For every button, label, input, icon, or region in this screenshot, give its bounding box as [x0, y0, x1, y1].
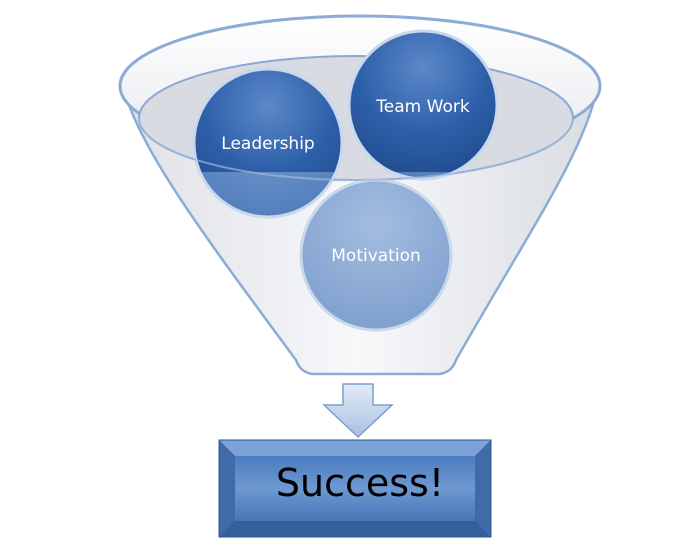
team-work-ball-upper [347, 29, 499, 172]
team-work-label: Team Work [375, 97, 470, 117]
success-label: Success! [276, 461, 444, 505]
down-arrow-icon [322, 383, 394, 439]
motivation-ball: Motivation [299, 178, 453, 332]
leadership-label: Leadership [221, 134, 314, 154]
motivation-label: Motivation [331, 246, 421, 266]
funnel-rim-front [138, 117, 574, 181]
leadership-ball-lower [198, 172, 338, 219]
success-box: Success! [218, 439, 492, 538]
team-work-ball-lower [388, 172, 458, 181]
leadership-ball-upper [192, 67, 344, 172]
